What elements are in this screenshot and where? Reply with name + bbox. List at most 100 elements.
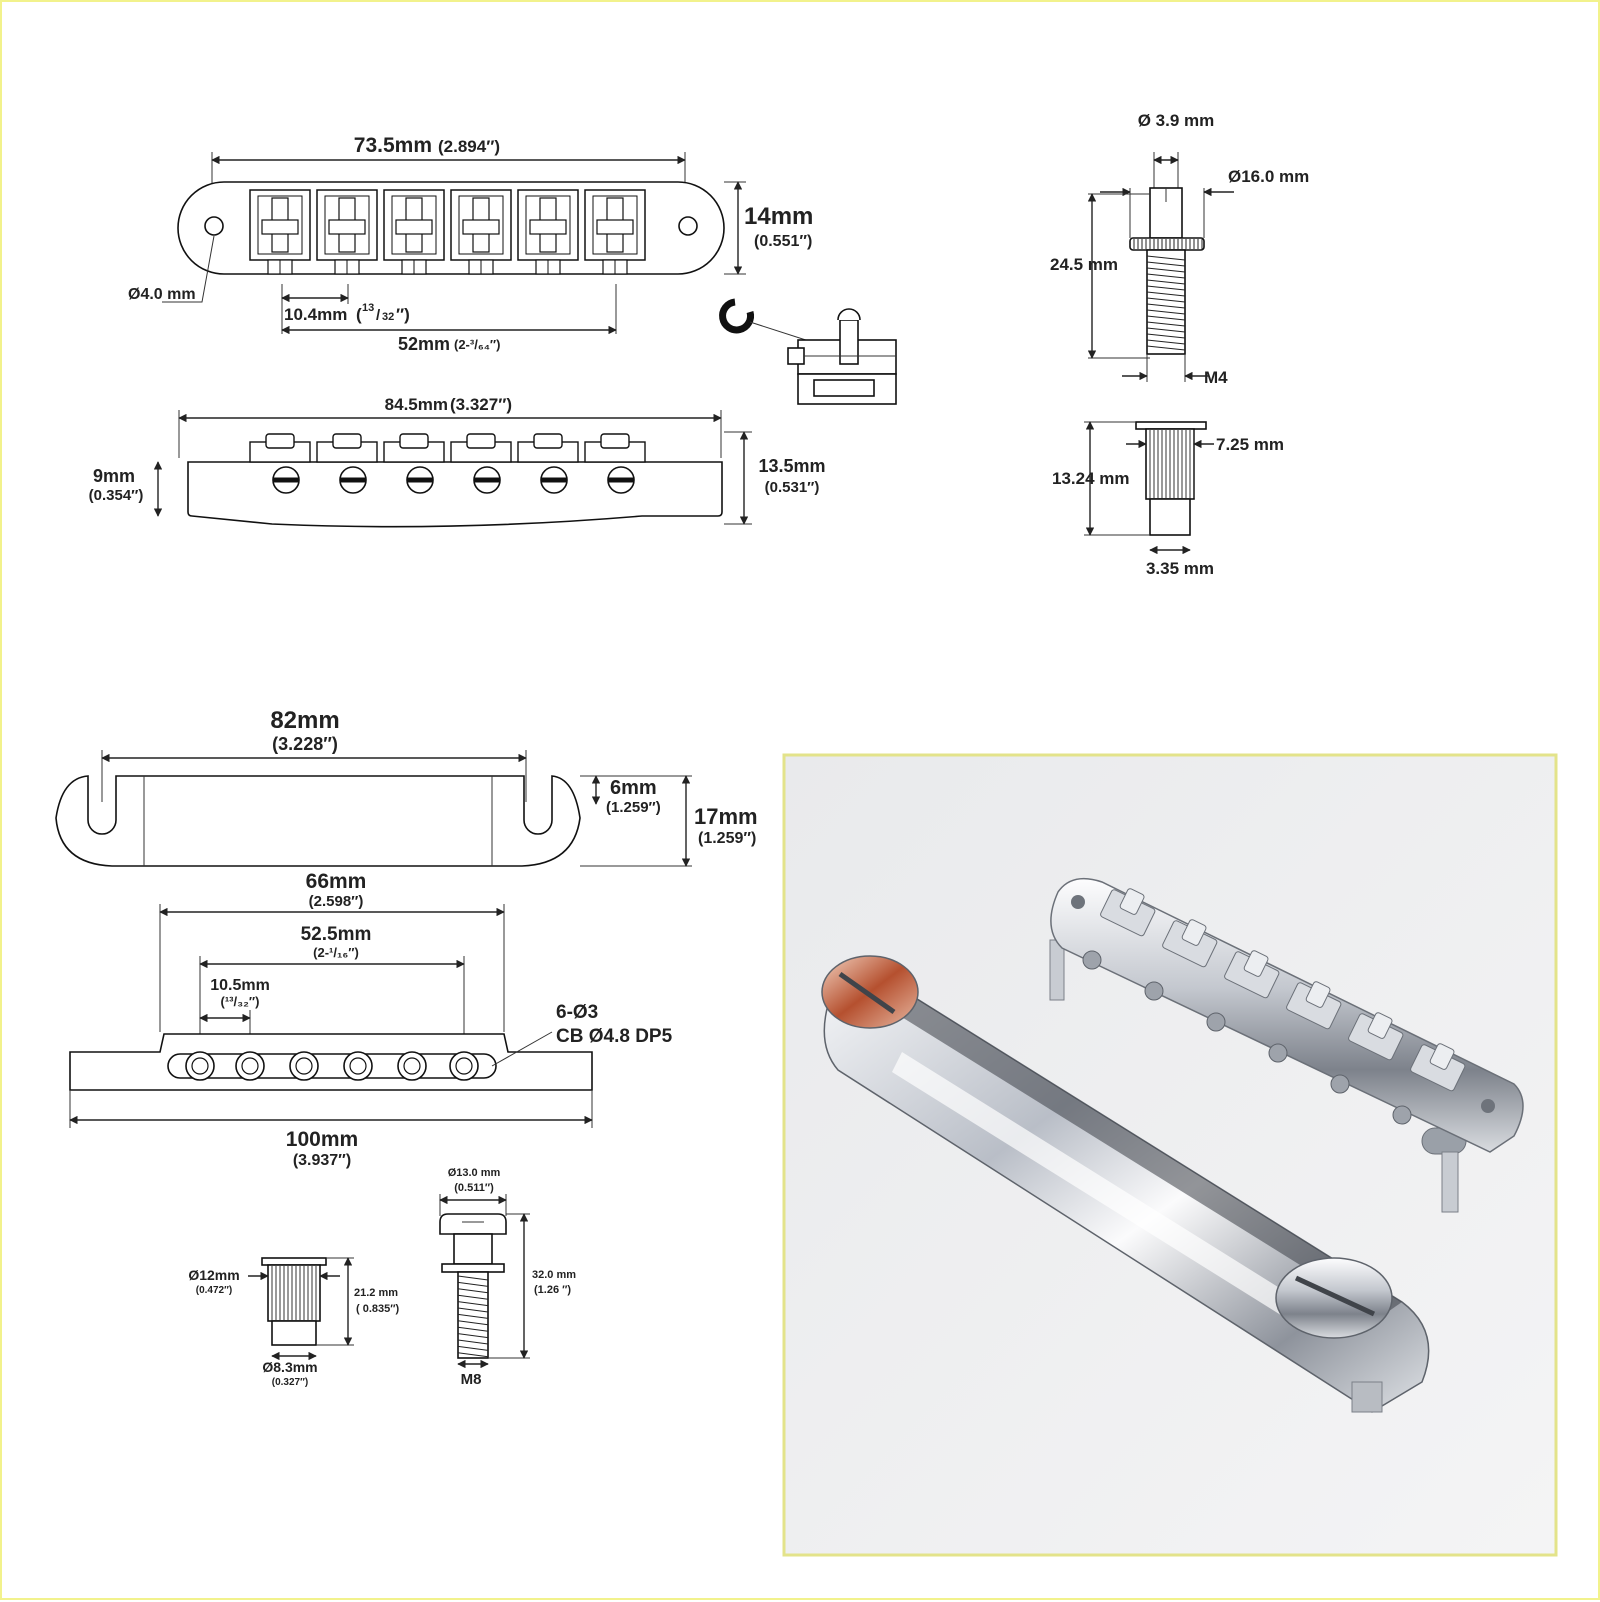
- stud-threads: [457, 1275, 489, 1358]
- thread-line: [457, 1288, 489, 1294]
- photo-tailpiece: [821, 955, 1430, 1413]
- hole-leader-line: [162, 235, 215, 303]
- photo-screw: [1268, 1043, 1288, 1063]
- thread-line: [1146, 285, 1186, 291]
- stud-thread-label: M8: [461, 1371, 482, 1388]
- photo-saddle-top: [1367, 1012, 1393, 1039]
- inner-spacing-inch-label: (2-¹/₁₆″): [313, 945, 359, 960]
- photo-bridge-hole: [1481, 1099, 1495, 1113]
- mounting-hole-left: [204, 216, 224, 236]
- height-inch-label: (0.551″): [754, 233, 812, 250]
- photo-stud-head-left: [821, 955, 919, 1029]
- insert-lower-body: [1149, 498, 1191, 536]
- stud-head: [439, 1213, 507, 1235]
- tailpiece-hole-inner: [349, 1057, 367, 1075]
- tail-insert-knurl: [271, 1266, 317, 1320]
- stud-length-inch-label: (1.26 ″): [534, 1284, 571, 1296]
- spacing-frac-den: 32: [382, 311, 394, 323]
- thread-line: [1146, 267, 1186, 273]
- photo-frame: [782, 753, 1558, 1557]
- saddle-post: [839, 319, 859, 365]
- tail-insert-bottom-label: Ø8.3mm: [262, 1359, 317, 1375]
- thread-line: [457, 1301, 489, 1307]
- thread-line: [457, 1294, 489, 1300]
- thumbwheel-knurl: [1133, 239, 1203, 249]
- left-height-inch-label: (0.354″): [89, 487, 144, 504]
- left-height-label: 9mm: [93, 466, 135, 486]
- tailpiece-hole-inner: [403, 1057, 421, 1075]
- photo-saddle-screws: [1082, 950, 1412, 1125]
- insert-height-label: 13.24 mm: [1052, 469, 1130, 488]
- tail-insert-top-label: Ø12mm: [188, 1267, 239, 1283]
- tail-insert-flange: [261, 1257, 327, 1266]
- tail-insert-height-label: 21.2 mm: [354, 1287, 398, 1299]
- saddle-inner: [458, 195, 504, 255]
- thread-line: [1146, 327, 1186, 333]
- length-inch-label: (2.894″): [438, 137, 500, 156]
- photo-screw: [1206, 1012, 1226, 1032]
- photo-screw: [1144, 981, 1164, 1001]
- thread-line: [1146, 339, 1186, 345]
- post-length-label: 24.5 mm: [1050, 255, 1118, 274]
- tailpiece-hole-channel: [167, 1053, 497, 1079]
- holes-label: 6-Ø3: [556, 1002, 598, 1023]
- insert-bottom-diameter-label: 3.35 mm: [1146, 559, 1214, 578]
- thread-line: [1146, 315, 1186, 321]
- stud-neck: [453, 1233, 493, 1265]
- photo-saddle-top: [1305, 981, 1331, 1008]
- thread-line: [457, 1275, 489, 1281]
- tailpiece-side-view: 66mm (2.598″) 52.5mm (2-¹/₁₆″) 10.5mm (¹…: [69, 870, 673, 1169]
- photo-saddle-top: [1429, 1043, 1455, 1070]
- post-threaded-shaft: [1146, 249, 1186, 355]
- side-saddle-top: [399, 433, 429, 449]
- saddle-cross: [462, 219, 500, 235]
- photo-bridge-hole: [1071, 895, 1085, 909]
- photo-post: [1441, 1151, 1459, 1213]
- post-threads: [1146, 255, 1186, 351]
- photo-saddle-top: [1181, 919, 1207, 946]
- outer-spacing-label: 66mm: [306, 870, 367, 893]
- post-thumbwheel: [1129, 237, 1205, 251]
- tail-insert-top-inch-label: (0.472″): [196, 1285, 232, 1296]
- saddle-cross: [596, 219, 634, 235]
- thread-line: [1146, 309, 1186, 315]
- inner-spacing-label: 52.5mm: [301, 924, 372, 945]
- hole-diameter-label: Ø4.0 mm: [128, 286, 196, 303]
- thread-line: [1146, 279, 1186, 285]
- thread-line: [1146, 321, 1186, 327]
- tailpiece-hole-inner: [455, 1057, 473, 1075]
- saddle-cross: [395, 219, 433, 235]
- tailpiece-top-view: 82mm (3.228″) 6mm (1.259″) 17mm (1.259″): [55, 707, 758, 867]
- thread-line: [457, 1326, 489, 1332]
- tailpiece-top-body: [55, 775, 581, 867]
- side-saddle-group: [249, 433, 646, 494]
- saddle-inner: [324, 195, 370, 255]
- tail-insert-bottom-inch-label: (0.327″): [272, 1377, 308, 1388]
- tail-width-label: 82mm: [270, 707, 339, 734]
- tail-length-inch-label: (3.937″): [293, 1152, 351, 1169]
- stud-head-inch-label: (0.511″): [454, 1182, 494, 1194]
- side-length-label: 84.5mm: [385, 395, 448, 414]
- tailpiece-hole-inner: [191, 1057, 209, 1075]
- product-photo: [782, 753, 1558, 1557]
- bridge-side-view: 84.5mm (3.327″) 9mm (0.354″) 13.5mm (0.5…: [89, 395, 826, 528]
- thread-line: [457, 1345, 489, 1351]
- photo-saddle-top: [1243, 950, 1269, 977]
- thread-line: [457, 1333, 489, 1339]
- length-label: 73.5mm: [354, 134, 432, 157]
- thread-line: [1146, 255, 1186, 261]
- saddle-group: [249, 189, 646, 275]
- thread-line: [1146, 273, 1186, 279]
- spacing-frac-num: 13: [362, 302, 374, 314]
- stud-collar: [441, 1263, 505, 1273]
- thread-line: [457, 1320, 489, 1326]
- side-saddle-top: [533, 433, 563, 449]
- saddle-cross: [529, 219, 567, 235]
- right-height-inch-label: (0.531″): [765, 479, 820, 496]
- span-inch-label: (2-³/₆₄″): [454, 337, 500, 352]
- saddle-cross: [328, 219, 366, 235]
- thread-line: [1146, 345, 1186, 351]
- side-saddle-top: [600, 433, 630, 449]
- bridge-post-view: Ø 3.9 mm Ø16.0 mm 24.5 mm M4: [1050, 111, 1309, 387]
